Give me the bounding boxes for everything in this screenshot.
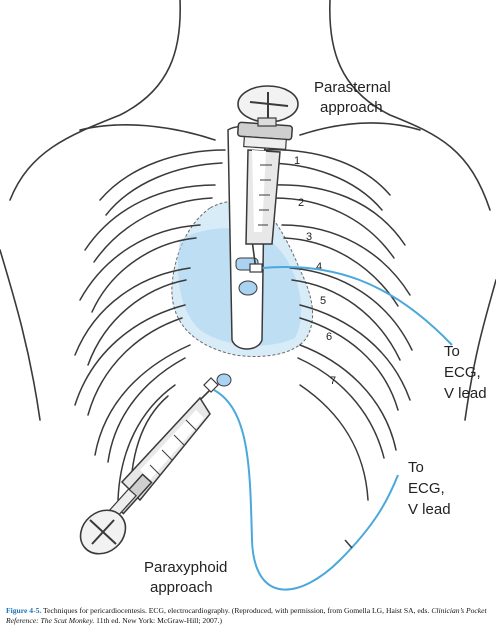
svg-text:ECG,: ECG,: [408, 480, 445, 497]
wire-tick: [344, 539, 353, 549]
book-title: Clinician’s Pocket Reference: The Scut M…: [6, 606, 487, 625]
rib-number: 7: [330, 375, 336, 387]
ecg-wire-upper: [261, 265, 453, 346]
torso-outline: [0, 0, 496, 421]
rib-number: 3: [306, 231, 312, 243]
figure-number: Figure 4-5.: [6, 606, 42, 615]
svg-text:V lead: V lead: [408, 501, 451, 518]
svg-text:V lead: V lead: [444, 385, 487, 402]
parasternal-label: Parasternal approach: [314, 79, 391, 116]
rib-number: 1: [294, 155, 300, 167]
svg-text:approach: approach: [320, 99, 383, 116]
rib-numbers: 1 2 3 4 5 6 7: [294, 155, 336, 387]
svg-text:To: To: [444, 343, 460, 360]
ecg-wire-lower: [213, 389, 399, 591]
parasternal-syringe: [237, 85, 299, 273]
caption-text-end: 11th ed. New York: McGraw-Hill; 2007.): [94, 616, 223, 625]
ecg-upper-label: To ECG, V lead: [444, 343, 487, 402]
rib-number: 6: [326, 331, 332, 343]
rib-number: 5: [320, 295, 326, 307]
paraxyphoid-label: Paraxyphoid approach: [144, 559, 227, 596]
rib-number: 2: [298, 197, 304, 209]
svg-text:To: To: [408, 459, 424, 476]
left-ribs: [74, 149, 226, 506]
svg-text:Parasternal: Parasternal: [314, 79, 391, 96]
rib-number: 4: [316, 261, 322, 273]
svg-text:approach: approach: [150, 579, 213, 596]
paraxyphoid-syringe: [79, 377, 219, 555]
figure-caption: Figure 4-5. Techniques for pericardiocen…: [6, 606, 492, 626]
svg-text:Paraxyphoid: Paraxyphoid: [144, 559, 227, 576]
svg-text:ECG,: ECG,: [444, 364, 481, 381]
pericardiocentesis-diagram: 1 2 3 4 5 6 7: [0, 0, 496, 596]
caption-text: Techniques for pericardiocentesis. ECG, …: [41, 606, 432, 615]
ecg-lower-label: To ECG, V lead: [408, 459, 451, 518]
